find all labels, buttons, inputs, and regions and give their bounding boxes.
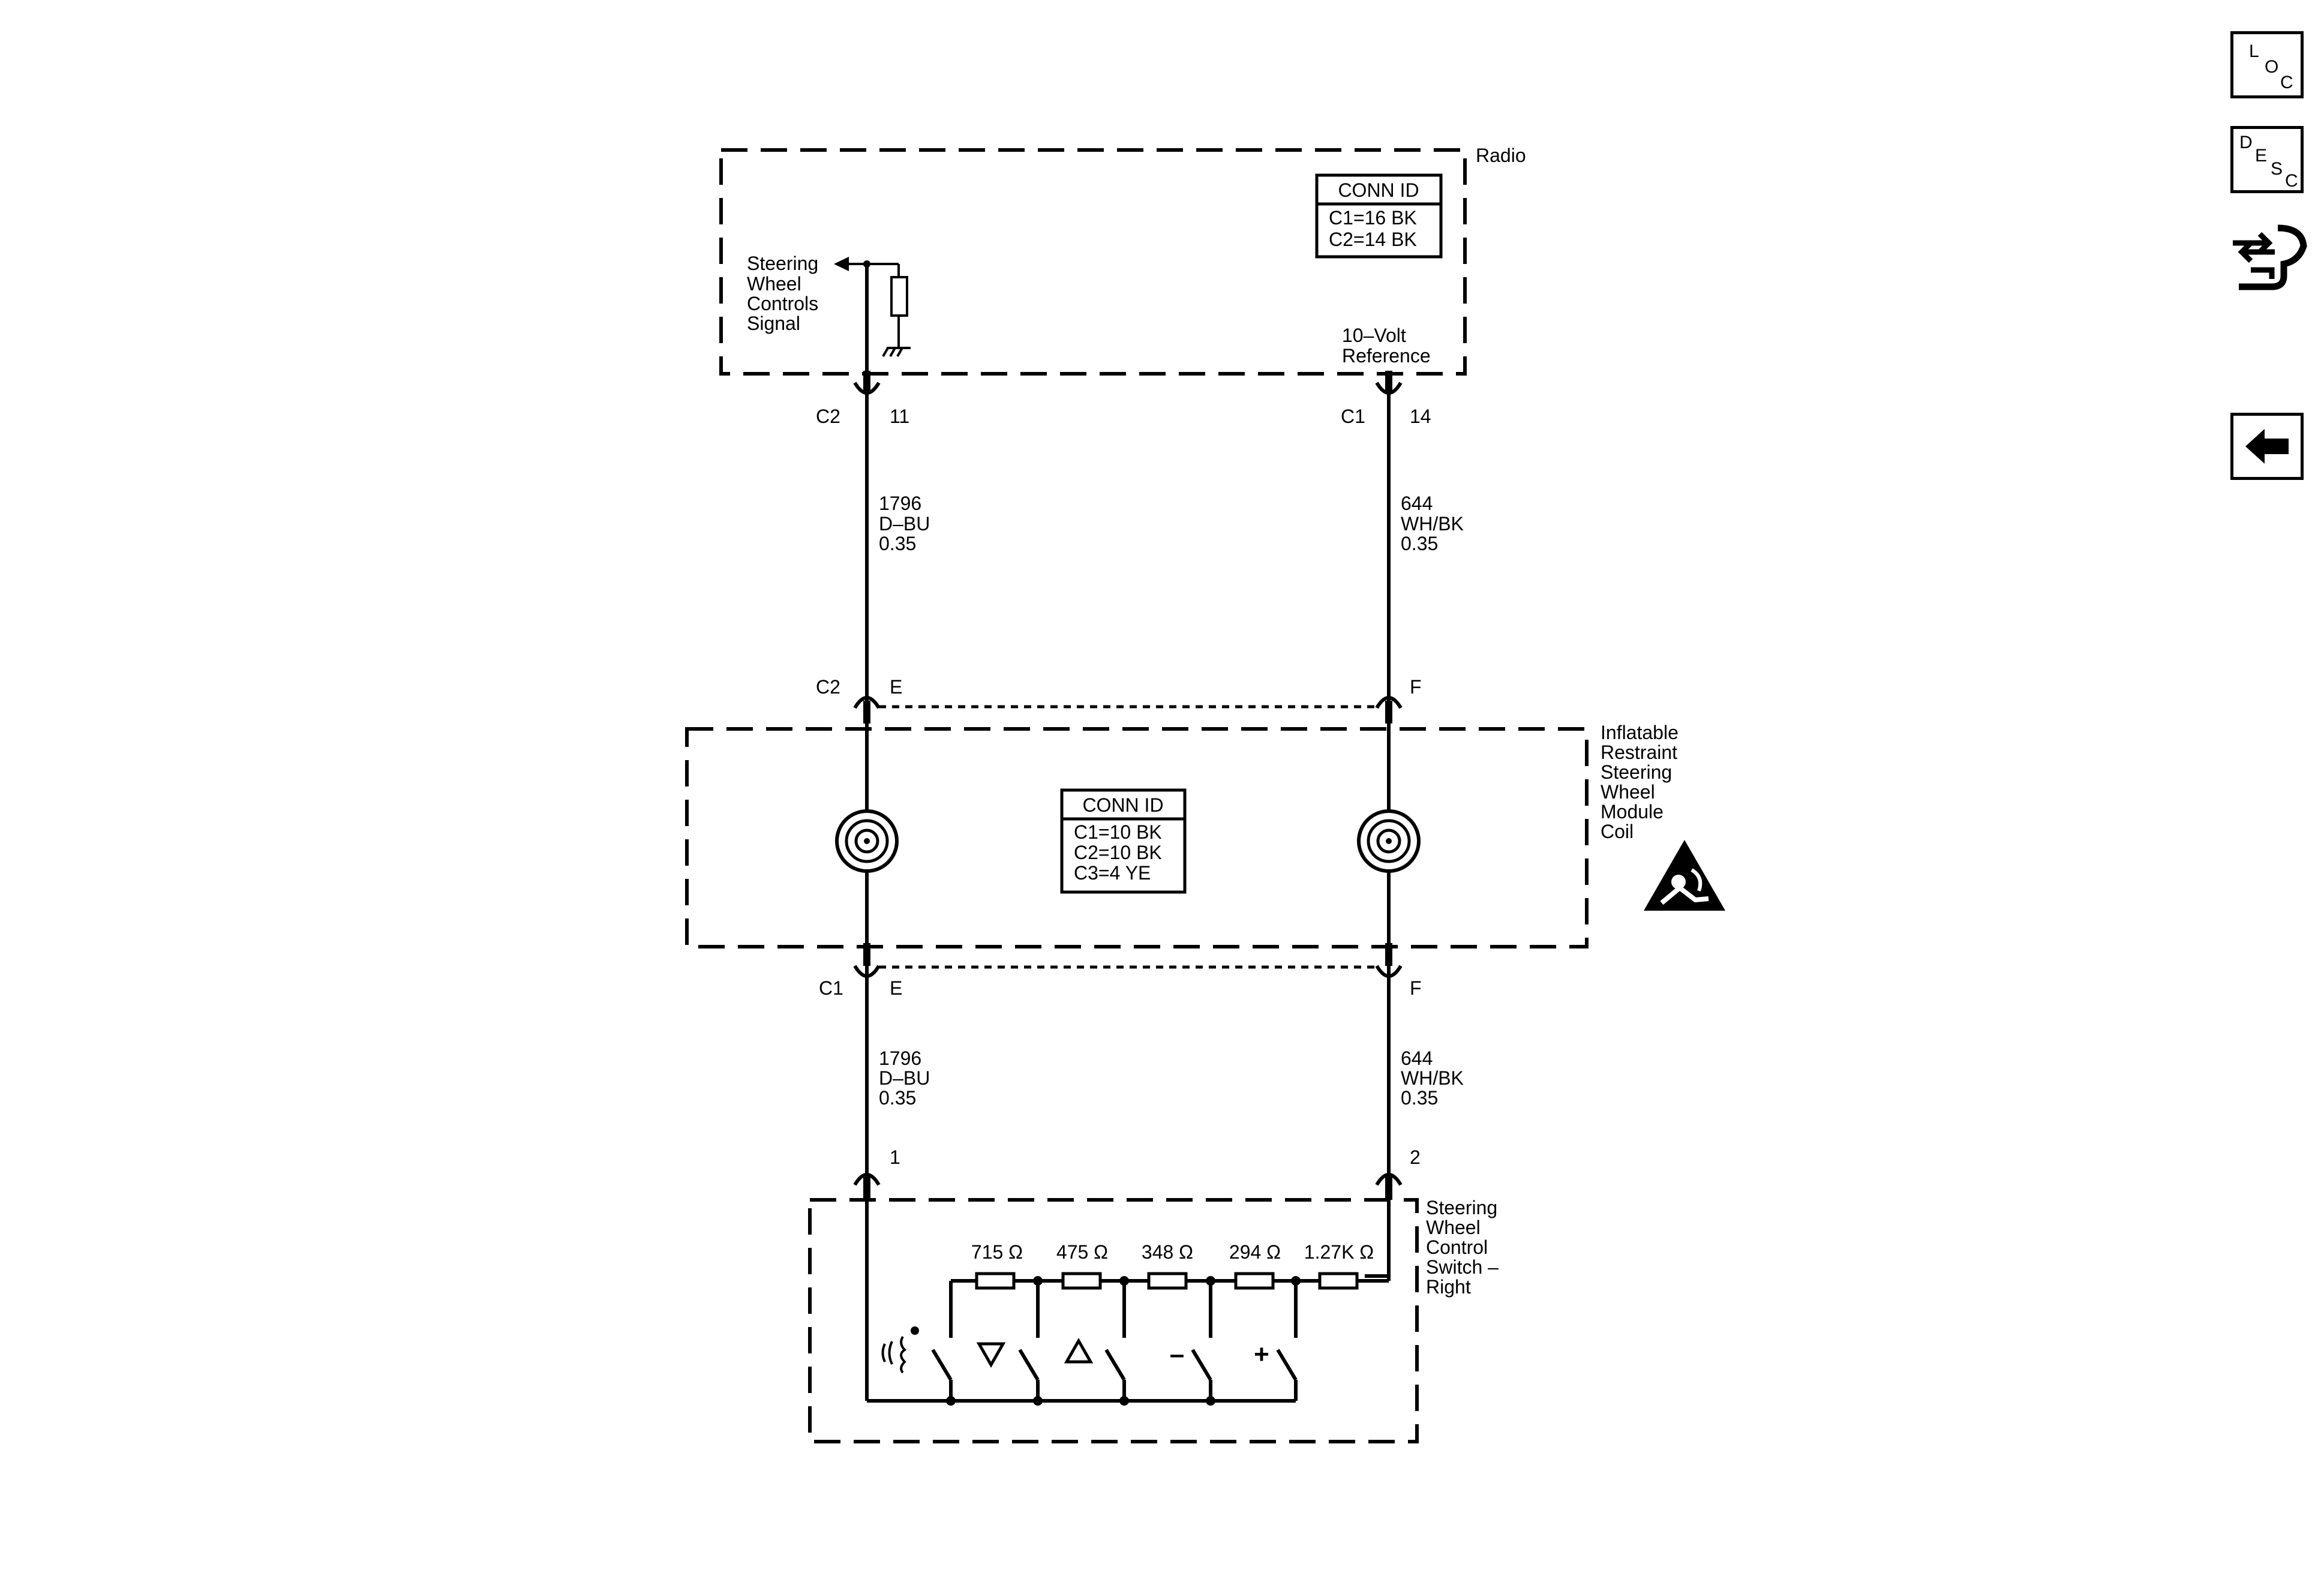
switch-contacts	[931, 1349, 1298, 1381]
pin-label: 14	[1410, 406, 1431, 427]
seek-minus-icon: –	[1170, 1340, 1184, 1369]
svg-text:0.35: 0.35	[1401, 1087, 1438, 1109]
radio-conn-id-table: CONN ID C1=16 BK C2=14 BK	[1315, 173, 1443, 259]
pin-label: E	[890, 977, 902, 999]
svg-text:Controls: Controls	[747, 293, 818, 314]
coil-title: Inflatable Restraint Steering Wheel Modu…	[1601, 722, 1679, 842]
svg-text:644: 644	[1401, 1047, 1433, 1069]
svg-text:Wheel: Wheel	[1426, 1217, 1481, 1238]
signal-arrow-icon	[834, 257, 849, 271]
switch-title: Steering Wheel Control Switch – Right	[1426, 1197, 1499, 1298]
coil-module-box	[685, 727, 1589, 948]
svg-text:Inflatable: Inflatable	[1601, 722, 1679, 743]
svg-text:D–BU: D–BU	[879, 513, 930, 535]
svg-text:348 Ω: 348 Ω	[1142, 1241, 1193, 1263]
airbag-warning-icon	[1644, 840, 1725, 911]
svg-text:Reference: Reference	[1342, 345, 1431, 367]
wire-label-left-lower: 1796 D–BU 0.35	[879, 1047, 930, 1109]
svg-text:644: 644	[1401, 493, 1433, 514]
svg-text:Steering: Steering	[1601, 761, 1672, 783]
back-arrow-icon	[2245, 429, 2289, 464]
clockspring-coil-right	[1357, 809, 1421, 873]
svg-text:D–BU: D–BU	[879, 1067, 930, 1089]
connector-end-view-icon[interactable]	[2227, 216, 2311, 300]
radio-conn-line: C1=16 BK	[1329, 207, 1417, 229]
connector-label: C2	[816, 406, 840, 427]
radio-conn-header: CONN ID	[1338, 179, 1419, 201]
svg-text:0.35: 0.35	[879, 1087, 916, 1109]
svg-text:Wheel: Wheel	[1601, 781, 1655, 803]
volume-up-icon	[1064, 1337, 1094, 1364]
svg-text:WH/BK: WH/BK	[1401, 1067, 1464, 1089]
connector-label: C2	[816, 676, 840, 698]
connector-label: C1	[819, 977, 843, 999]
svg-text:Coil: Coil	[1601, 821, 1634, 842]
pin-label: 11	[890, 406, 909, 427]
connector-label: C1	[1341, 406, 1365, 427]
radio-title: Radio	[1476, 145, 1526, 166]
svg-text:Steering: Steering	[747, 253, 818, 274]
clockspring-coil-left	[835, 809, 899, 873]
svg-text:Control: Control	[1426, 1236, 1488, 1258]
steering-signal-label: Steering Wheel Controls Signal	[747, 253, 818, 334]
seek-plus-icon: +	[1254, 1340, 1269, 1369]
volume-down-icon	[976, 1342, 1006, 1368]
svg-text:294 Ω: 294 Ω	[1229, 1241, 1281, 1263]
wire-label-right-upper: 644 WH/BK 0.35	[1401, 493, 1464, 554]
svg-text:0.35: 0.35	[1401, 533, 1438, 554]
svg-text:Restraint: Restraint	[1601, 742, 1677, 763]
svg-text:C3=4 YE: C3=4 YE	[1074, 862, 1151, 884]
pullup-resistor	[890, 276, 908, 317]
svg-text:475 Ω: 475 Ω	[1056, 1241, 1108, 1263]
svg-text:WH/BK: WH/BK	[1401, 513, 1464, 535]
svg-text:C1=10 BK: C1=10 BK	[1074, 821, 1162, 843]
svg-text:10–Volt: 10–Volt	[1342, 325, 1406, 346]
svg-text:715 Ω: 715 Ω	[971, 1241, 1023, 1263]
resistor-values: 715 Ω 475 Ω 348 Ω 294 Ω 1.27K Ω	[971, 1241, 1374, 1263]
back-button[interactable]	[2230, 413, 2304, 480]
voice-button-icon	[881, 1326, 919, 1374]
description-button[interactable]: D E S C	[2230, 126, 2304, 193]
svg-text:Signal: Signal	[747, 313, 800, 334]
wire-label-right-lower: 644 WH/BK 0.35	[1401, 1047, 1464, 1109]
wire-label-left-upper: 1796 D–BU 0.35	[879, 493, 930, 554]
svg-text:Module: Module	[1601, 801, 1664, 822]
pin-label: E	[890, 676, 902, 698]
svg-text:1.27K Ω: 1.27K Ω	[1304, 1241, 1374, 1263]
svg-text:C2=10 BK: C2=10 BK	[1074, 842, 1162, 863]
svg-text:Steering: Steering	[1426, 1197, 1497, 1218]
pin-label: F	[1410, 676, 1422, 698]
reference-label: 10–Volt Reference	[1342, 325, 1431, 367]
switch-module-box	[808, 1198, 1419, 1443]
svg-text:Switch –: Switch –	[1426, 1256, 1499, 1278]
svg-text:Right: Right	[1426, 1276, 1471, 1298]
svg-text:1796: 1796	[879, 1047, 921, 1069]
pin-label: 1	[890, 1146, 900, 1168]
location-button[interactable]: L O C	[2230, 31, 2304, 98]
coil-conn-id-table: CONN ID C1=10 BK C2=10 BK C3=4 YE	[1060, 788, 1187, 894]
radio-conn-line: C2=14 BK	[1329, 229, 1417, 250]
svg-text:0.35: 0.35	[879, 533, 916, 554]
radio-module-box	[719, 148, 1467, 376]
connector-symbols	[853, 371, 1403, 1200]
pin-label: F	[1410, 977, 1422, 999]
pin-label: 2	[1410, 1146, 1421, 1168]
svg-text:CONN ID: CONN ID	[1082, 794, 1163, 816]
svg-text:Wheel: Wheel	[747, 273, 801, 295]
resistor-ladder	[975, 1272, 1359, 1290]
svg-text:1796: 1796	[879, 493, 921, 514]
ground-icon	[882, 347, 911, 357]
